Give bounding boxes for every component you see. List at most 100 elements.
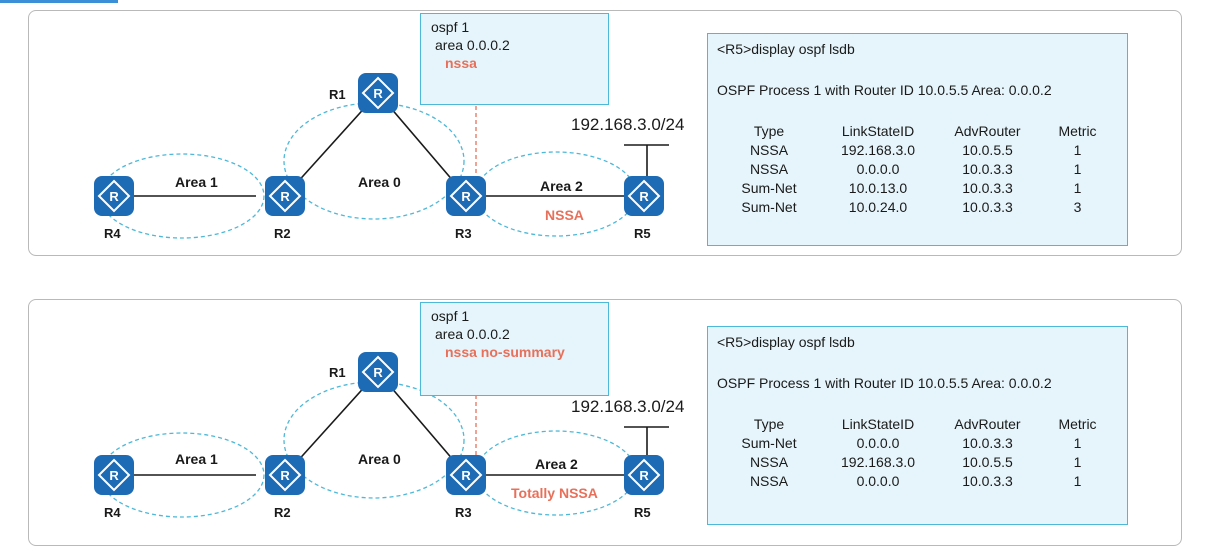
svg-text:R: R — [639, 189, 649, 204]
config-highlight-line: nssa no-summary — [445, 344, 565, 360]
lsdb-row: Sum-Net 10.0.13.0 10.0.3.3 1 — [717, 178, 1115, 197]
router-r3-icon: R — [446, 455, 486, 495]
area1-label: Area 1 — [175, 451, 218, 467]
lsdb-header-row: Type LinkStateID AdvRouter Metric — [717, 414, 1115, 433]
router-label-r5: R5 — [634, 226, 651, 241]
router-label-r4: R4 — [104, 226, 121, 241]
router-r1-icon: R — [358, 352, 398, 392]
config-line: area 0.0.0.2 — [435, 37, 510, 53]
lsdb-cell: 0.0.0.0 — [856, 472, 900, 489]
nssa-panel: R R R R R R1 R2 R3 R4 R5 Area 1 Area 0 — [28, 10, 1182, 256]
lsdb-cell: 10.0.3.3 — [962, 434, 1013, 451]
lsdb-process-line: OSPF Process 1 with Router ID 10.0.5.5 A… — [717, 375, 1052, 391]
stub-network-prefix: 192.168.3.0/24 — [571, 115, 685, 134]
area0-label: Area 0 — [358, 174, 401, 190]
lsdb-output-box: <R5>display ospf lsdb OSPF Process 1 wit… — [707, 33, 1128, 246]
router-r5-icon: R — [624, 176, 664, 216]
ospf-config-box: ospf 1 area 0.0.0.2 nssa — [420, 13, 609, 105]
svg-text:R: R — [109, 468, 119, 483]
area2-type-label: NSSA — [545, 207, 584, 223]
lsdb-cell: 1 — [1073, 179, 1082, 196]
lsdb-cell: 1 — [1073, 453, 1082, 470]
lsdb-cell: 10.0.3.3 — [962, 472, 1013, 489]
config-line: area 0.0.0.2 — [435, 326, 510, 342]
column-header: LinkStateID — [841, 122, 915, 139]
router-r4-icon: R — [94, 176, 134, 216]
lsdb-cell: 1 — [1073, 472, 1082, 489]
lsdb-cell: NSSA — [749, 141, 789, 158]
area1-label: Area 1 — [175, 174, 218, 190]
ospf-config-box: ospf 1 area 0.0.0.2 nssa no-summary — [420, 302, 609, 396]
lsdb-table: Type LinkStateID AdvRouter Metric Sum-Ne… — [717, 414, 1115, 490]
lsdb-cell: 10.0.5.5 — [962, 453, 1013, 470]
config-line: ospf 1 — [431, 308, 470, 324]
svg-text:R: R — [373, 365, 383, 380]
column-header: Type — [753, 122, 785, 139]
area2-type-label: Totally NSSA — [511, 485, 598, 501]
router-label-r5: R5 — [634, 505, 651, 520]
router-label-r1: R1 — [329, 365, 346, 380]
lsdb-header-row: Type LinkStateID AdvRouter Metric — [717, 121, 1115, 140]
router-r4-icon: R — [94, 455, 134, 495]
column-header: Type — [753, 415, 785, 432]
top-accent-strip — [0, 0, 118, 3]
config-highlight-line: nssa — [445, 55, 477, 71]
lsdb-cell: 1 — [1073, 141, 1082, 158]
column-header: LinkStateID — [841, 415, 915, 432]
stub-network-prefix: 192.168.3.0/24 — [571, 397, 685, 416]
lsdb-output-box: <R5>display ospf lsdb OSPF Process 1 wit… — [707, 326, 1128, 525]
svg-text:R: R — [639, 468, 649, 483]
area2-label: Area 2 — [535, 456, 578, 472]
lsdb-cell: 192.168.3.0 — [841, 141, 915, 158]
lsdb-row: NSSA 0.0.0.0 10.0.3.3 1 — [717, 471, 1115, 490]
column-header: Metric — [1058, 415, 1097, 432]
config-line: ospf 1 — [431, 19, 470, 35]
lsdb-row: Sum-Net 10.0.24.0 10.0.3.3 3 — [717, 197, 1115, 216]
lsdb-cell: Sum-Net — [741, 198, 797, 215]
lsdb-cell: 3 — [1073, 198, 1082, 215]
lsdb-cell: 0.0.0.0 — [856, 434, 900, 451]
lsdb-cell: Sum-Net — [741, 179, 797, 196]
area2-outline — [475, 430, 637, 516]
lsdb-cell: 10.0.3.3 — [962, 198, 1013, 215]
lsdb-row: NSSA 192.168.3.0 10.0.5.5 1 — [717, 452, 1115, 471]
svg-text:R: R — [280, 468, 290, 483]
lsdb-cell: 1 — [1073, 160, 1082, 177]
lsdb-cell: 10.0.3.3 — [962, 179, 1013, 196]
lsdb-cell: NSSA — [749, 453, 789, 470]
router-label-r1: R1 — [329, 87, 346, 102]
lsdb-cell: 10.0.13.0 — [848, 179, 908, 196]
area2-label: Area 2 — [540, 178, 583, 194]
lsdb-cell: 10.0.24.0 — [848, 198, 908, 215]
lsdb-cell: 0.0.0.0 — [856, 160, 900, 177]
svg-text:R: R — [461, 189, 471, 204]
totally-nssa-panel: R R R R R R1 R2 R3 R4 R5 Area 1 Area 0 A… — [28, 299, 1182, 546]
lsdb-cell: NSSA — [749, 160, 789, 177]
router-label-r3: R3 — [455, 505, 472, 520]
router-label-r4: R4 — [104, 505, 121, 520]
router-r2-icon: R — [265, 176, 305, 216]
column-header: AdvRouter — [954, 415, 1021, 432]
router-label-r2: R2 — [274, 226, 291, 241]
router-label-r3: R3 — [455, 226, 472, 241]
lsdb-process-line: OSPF Process 1 with Router ID 10.0.5.5 A… — [717, 82, 1052, 98]
svg-text:R: R — [280, 189, 290, 204]
topology-diagram: R R R R R R1 R2 R3 R4 R5 Area 1 Area 0 A… — [94, 352, 669, 520]
router-label-r2: R2 — [274, 505, 291, 520]
lsdb-cell: 10.0.3.3 — [962, 160, 1013, 177]
svg-text:R: R — [461, 468, 471, 483]
svg-text:R: R — [373, 86, 383, 101]
router-r5-icon: R — [624, 455, 664, 495]
router-r2-icon: R — [265, 455, 305, 495]
lsdb-cell: NSSA — [749, 472, 789, 489]
lsdb-table: Type LinkStateID AdvRouter Metric NSSA 1… — [717, 121, 1115, 216]
lsdb-command: <R5>display ospf lsdb — [717, 334, 855, 350]
lsdb-cell: Sum-Net — [741, 434, 797, 451]
lsdb-cell: 192.168.3.0 — [841, 453, 915, 470]
lsdb-row: NSSA 192.168.3.0 10.0.5.5 1 — [717, 140, 1115, 159]
lsdb-cell: 10.0.5.5 — [962, 141, 1013, 158]
lsdb-row: NSSA 0.0.0.0 10.0.3.3 1 — [717, 159, 1115, 178]
svg-text:R: R — [109, 189, 119, 204]
topology-diagram: R R R R R R1 R2 R3 R4 R5 Area 1 Area 0 — [94, 73, 669, 241]
area0-label: Area 0 — [358, 451, 401, 467]
